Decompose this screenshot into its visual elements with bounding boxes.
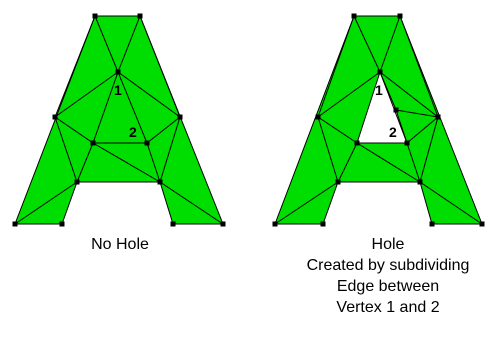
- letter-a-fill: [15, 16, 223, 224]
- letter-a-no-hole: 1 2: [12, 13, 226, 227]
- vertex-1-label: 1: [375, 82, 383, 98]
- vertex: [315, 114, 321, 120]
- mesh-vertices: [272, 13, 485, 227]
- vertex: [52, 114, 58, 120]
- vertex: [90, 140, 96, 146]
- vertex: [272, 221, 278, 227]
- vertex: [335, 179, 341, 185]
- vertex: [429, 221, 435, 227]
- vertex: [74, 179, 80, 185]
- hole-caption-line-1: Hole: [371, 236, 405, 253]
- vertex: [417, 179, 423, 185]
- vertex: [92, 13, 98, 19]
- vertex-1: [115, 69, 121, 75]
- vertex: [320, 221, 326, 227]
- letter-a-fill: [275, 16, 482, 224]
- vertex: [435, 114, 441, 120]
- hole-caption-line-4: Vertex 1 and 2: [336, 299, 440, 316]
- vertex-1-label: 1: [114, 82, 122, 98]
- vertex: [397, 13, 403, 19]
- vertex-2: [404, 140, 410, 146]
- mesh-edges: [14, 15, 224, 225]
- vertex-1: [377, 69, 383, 75]
- letter-a-with-hole: 1 2: [272, 13, 485, 227]
- vertex-subdivision: [393, 107, 399, 113]
- vertex: [354, 140, 360, 146]
- vertex: [479, 221, 485, 227]
- vertex-2: [144, 140, 150, 146]
- hole-caption: Hole Created by subdividing Edge between…: [278, 234, 498, 318]
- vertex: [220, 221, 226, 227]
- vertex: [12, 221, 18, 227]
- vertex: [170, 221, 176, 227]
- vertex: [157, 179, 163, 185]
- vertex-2-label: 2: [129, 124, 137, 140]
- mesh-vertices: [12, 13, 226, 227]
- vertex: [351, 13, 357, 19]
- vertex: [137, 13, 143, 19]
- vertex: [177, 114, 183, 120]
- hole-caption-line-3: Edge between: [336, 278, 440, 295]
- hole-caption-line-2: Created by subdividing: [306, 257, 470, 274]
- no-hole-caption: No Hole: [91, 236, 149, 253]
- vertex: [59, 221, 65, 227]
- vertex-2-label: 2: [389, 124, 397, 140]
